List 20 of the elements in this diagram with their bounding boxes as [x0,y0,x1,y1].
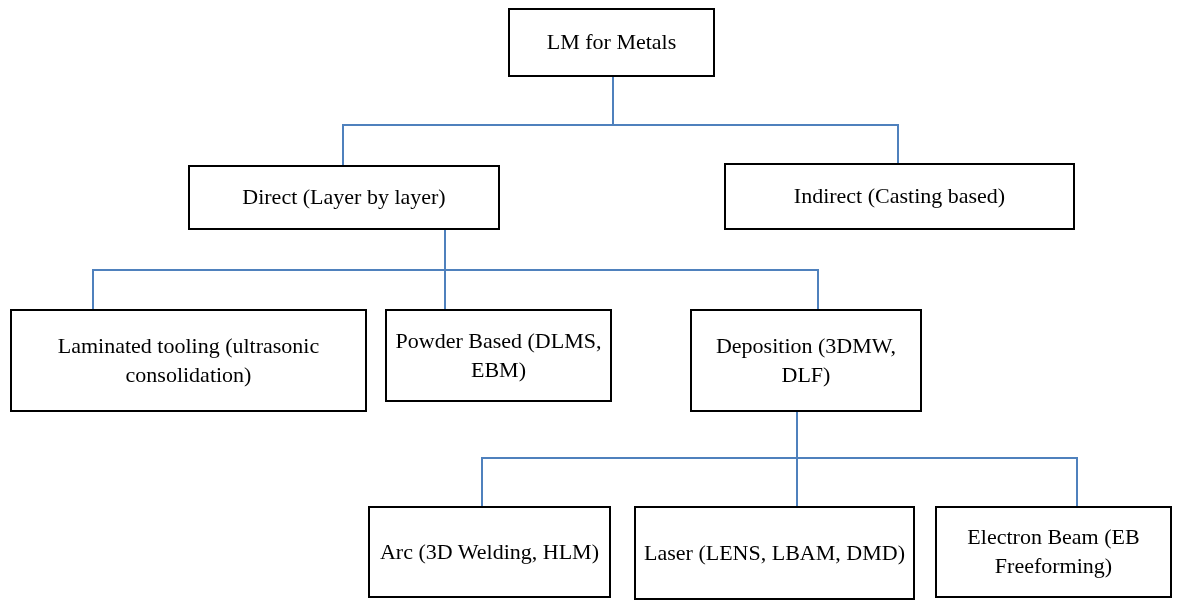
category-box [935,506,1172,598]
box-label: Direct (Layer by layer) [242,183,446,212]
box-label: Indirect (Casting based) [793,182,1006,211]
box-label: Electron Beam (EB Freeforming) [966,523,1141,580]
connector-line [612,76,899,164]
box-label: Laser (LENS, LBAM, DMD) [644,538,905,567]
category-box [385,309,612,402]
category-box [368,506,611,598]
category-box [10,309,367,412]
category-box [634,506,915,600]
category-box [188,165,500,230]
box-label: Deposition (3DMW, DLF) [714,331,898,389]
box-label: Powder Based (DLMS, EBM) [394,326,603,384]
category-box [508,8,715,77]
category-box [724,163,1075,230]
connector-line [796,411,1078,507]
box-label: Laminated tooling (ultrasonic consolidation) [56,331,321,389]
box-label: Arc (3D Welding, HLM) [380,537,599,566]
box-label: LM for Metals [546,28,677,57]
category-box [690,309,922,412]
